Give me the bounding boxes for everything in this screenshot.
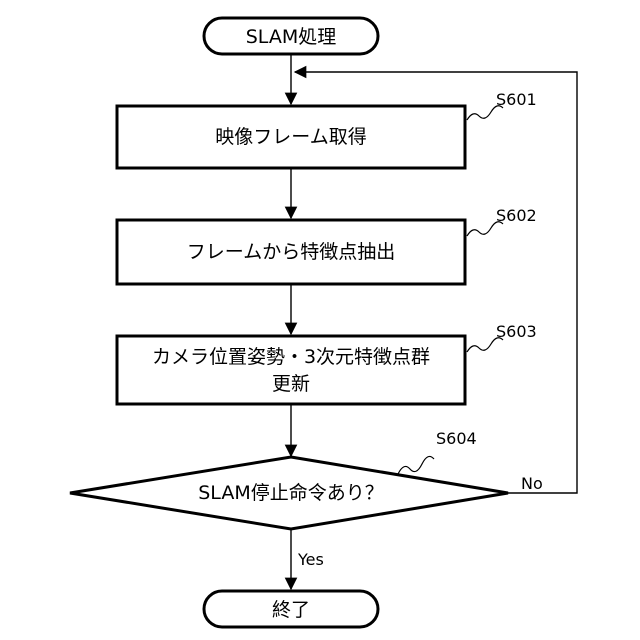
decision-label-s604: SLAM停止命令あり？ xyxy=(198,482,383,504)
step-id-s601: S601 xyxy=(496,90,537,109)
process-box-s601: 映像フレーム取得 xyxy=(117,106,465,168)
start-label: SLAM処理 xyxy=(246,26,336,48)
no-label: No xyxy=(521,474,543,493)
start-terminator: SLAM処理 xyxy=(204,18,378,54)
process-label-s603-line2: 更新 xyxy=(272,373,310,395)
process-label-s602: フレームから特徴点抽出 xyxy=(187,241,395,263)
step-id-s602: S602 xyxy=(496,206,537,225)
process-box-s602: フレームから特徴点抽出 xyxy=(117,220,465,284)
process-label-s603-line1: カメラ位置姿勢・3次元特徴点群 xyxy=(152,346,430,368)
process-label-s601: 映像フレーム取得 xyxy=(215,126,366,148)
step-id-s603: S603 xyxy=(496,322,537,341)
step-id-s604: S604 xyxy=(436,429,477,448)
process-box-s603: カメラ位置姿勢・3次元特徴点群 更新 xyxy=(117,336,465,404)
leader-s604 xyxy=(398,456,434,474)
decision-diamond-s604: SLAM停止命令あり？ xyxy=(70,457,508,529)
end-terminator: 終了 xyxy=(204,591,378,627)
end-label: 終了 xyxy=(272,599,310,621)
yes-label: Yes xyxy=(297,550,324,569)
